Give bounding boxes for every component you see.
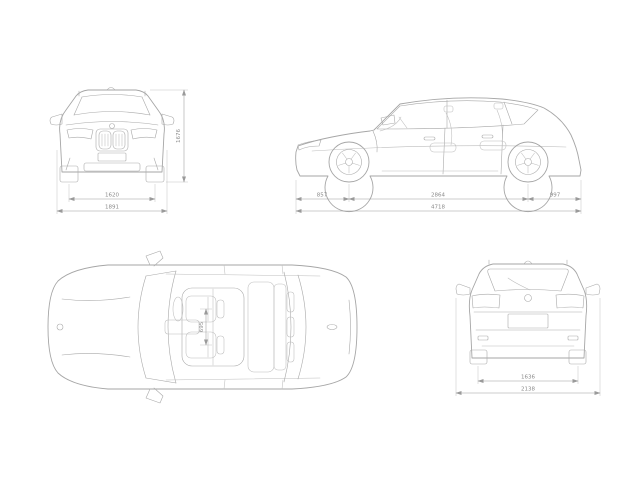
rear-mirror-right [585,283,601,296]
dim-label-height: 1676 [176,129,182,143]
rear-wheel-left [469,349,488,365]
dim-label-width: 1891 [105,205,119,211]
panoramic-sunroof [181,287,245,367]
hood-crease-top [61,296,131,301]
lower-intake [83,162,141,172]
rear-window-top-view [297,274,307,380]
dim-label-mirror-width: 2138 [521,387,535,393]
rear-track-dimension: 1636 [477,366,579,384]
a-pillar-top-left [145,270,177,277]
side-mirror [380,114,396,126]
side-headlight [297,139,322,151]
side-overhang-wheelbase-dimensions: 857 2864 997 [295,180,582,214]
reflector-left [477,335,489,341]
hood-shutline [372,130,378,153]
door-handle-front [423,136,436,141]
front-wheel-right [145,165,165,183]
dim-label-couple-distance: 695 [199,321,205,332]
hood-roundel-icon [56,323,64,331]
side-scoop-right [153,157,159,171]
roof-end-line [283,271,292,383]
interior-seats [379,102,507,153]
roof-rail-top [165,273,321,277]
rear-license-plate [507,313,549,329]
top-view: 695 [47,250,358,404]
rear-door-line [500,124,504,175]
brand-roundel-icon [109,123,115,129]
side-length-dimension: 4718 [295,205,582,213]
a-pillar-right [141,96,151,116]
rear-wiper [507,277,531,291]
cowl-line [73,111,151,116]
rear-mirror-left [455,283,471,296]
character-line [311,145,567,152]
windshield [81,94,143,98]
taillight-left [471,293,501,309]
reflector-right [567,335,579,341]
hatch-line [348,299,351,355]
roof-rail-bottom [165,377,321,381]
rear-wheel [507,141,549,183]
side-body-outline [295,97,582,212]
front-height-dimension: 1676 [150,89,188,183]
rear-body-outline [468,263,588,359]
taillight-right [555,293,585,309]
rear-mirror-width-dimension: 2138 [455,298,601,396]
dim-label-front-overhang: 857 [317,193,328,199]
front-body-outline [59,89,165,173]
greenhouse-glass [376,100,539,130]
front-track-dimension: 1620 [68,184,156,202]
front-view: 1676 1620 1891 [49,87,188,214]
top-view-seats [164,281,295,373]
windshield-top [167,270,177,384]
dim-label-track: 1620 [105,193,119,199]
kidney-grille [95,128,129,152]
front-door-line [442,127,446,175]
rear-antenna-icon [523,260,533,265]
license-plate [97,152,127,162]
rear-window [487,268,569,292]
shark-fin-antenna-icon [326,324,338,330]
top-mirror-left [145,250,164,267]
headlight-left [66,128,94,140]
rear-view: 1636 2138 [455,259,601,396]
a-pillar-left [73,96,83,116]
mirror-right [161,113,175,126]
tailgate-roundel-icon [524,294,532,302]
rear-wheel-right [568,349,587,365]
dim-label-rear-track: 1636 [521,375,535,381]
top-body-outline [47,264,358,390]
door-shutline-ticks [223,264,284,390]
a-pillar-top-right [145,377,177,384]
front-wheel-left [59,165,79,183]
front-wheel [328,141,370,183]
roof-antenna-icon [106,87,116,91]
steering-wheel [172,296,184,322]
front-width-dimension: 1891 [56,150,168,214]
dim-label-length: 4718 [431,205,445,211]
windshield-base [137,275,147,379]
hood-line [65,121,159,126]
hood-crease-bottom [61,353,131,358]
top-couple-distance-dimension: 695 [199,308,212,346]
dim-label-wheelbase: 2864 [431,193,445,199]
side-view: 857 2864 997 4718 [295,97,582,214]
c-pillar [503,101,513,125]
mirror-left [49,113,63,126]
side-scoop-left [65,157,71,171]
door-handle-rear [481,134,494,139]
headlight-right [130,128,158,140]
dim-label-rear-overhang: 997 [550,193,561,199]
top-mirror-right [145,387,164,404]
